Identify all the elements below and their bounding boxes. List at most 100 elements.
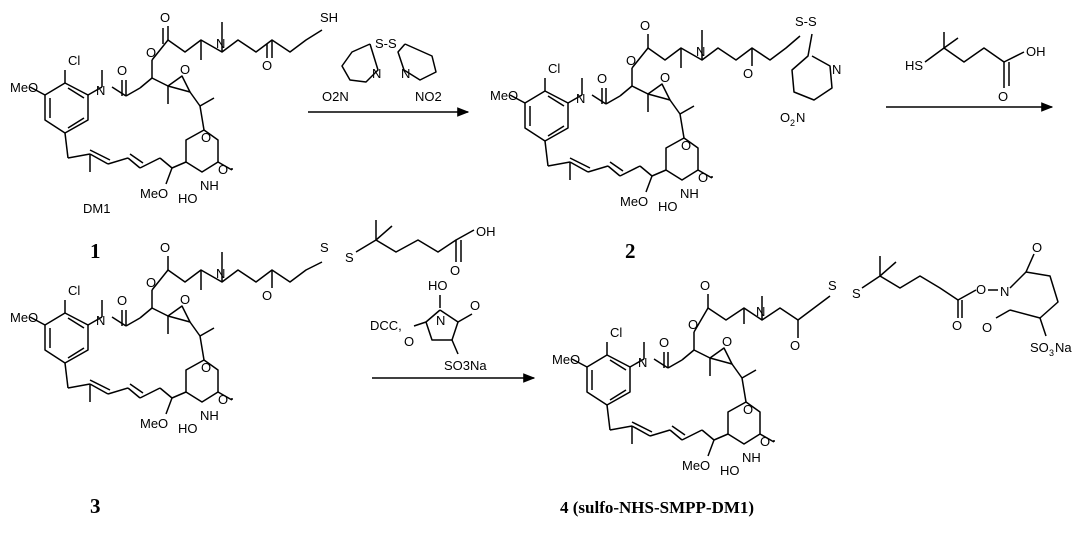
atom-label: O: [146, 45, 156, 60]
atom-label: N: [96, 83, 105, 98]
atom-label: O: [780, 110, 790, 125]
atom-label: NH: [200, 178, 219, 193]
step-1-reagent: S-S N N O2N NO2: [322, 36, 442, 104]
atom-label: HO: [178, 421, 198, 436]
atom-label: O: [743, 66, 753, 81]
atom-label: N: [372, 66, 381, 81]
atom-label: O: [218, 162, 228, 177]
atom-label: O: [262, 58, 272, 73]
atom-label: MeO: [552, 352, 580, 367]
reagent-ho: HO: [428, 278, 448, 293]
atom-label: S: [852, 286, 861, 301]
atom-label: O: [660, 70, 670, 85]
atom-subscript: 2: [790, 118, 795, 128]
compound-2-number: 2: [625, 239, 636, 263]
atom-label: N: [436, 313, 445, 328]
atom-label: SH: [320, 10, 338, 25]
atom-label: MeO: [682, 458, 710, 473]
step-3-reagent: DCC, HO O O N SO3Na: [370, 278, 487, 373]
compound-2-structure: Cl MeO N O O O O O HO NH MeO O N O S-S N…: [490, 14, 841, 214]
atom-label: O: [743, 402, 753, 417]
atom-label: HO: [658, 199, 678, 214]
atom-label: O: [1032, 240, 1042, 255]
atom-label: O: [688, 317, 698, 332]
atom-label: N: [96, 313, 105, 328]
atom-label: N: [832, 62, 841, 77]
reagent-oh: OH: [1026, 44, 1046, 59]
atom-label: MeO: [140, 416, 168, 431]
atom-label: O: [998, 89, 1008, 104]
atom-label: N: [576, 91, 585, 106]
reagent-s-s: S-S: [375, 36, 397, 51]
atom-label: O: [597, 71, 607, 86]
reagent-o2n: O2N: [322, 89, 349, 104]
atom-label: O: [681, 138, 691, 153]
reagent-so3na: SO3Na: [444, 358, 487, 373]
compound-4-structure: Cl MeO N O O O O O HO NH MeO O N O S S O…: [552, 240, 1072, 478]
atom-label: O: [146, 275, 156, 290]
atom-label: N: [401, 66, 410, 81]
reagent-no2: NO2: [415, 89, 442, 104]
atom-label: O: [976, 282, 986, 297]
atom-label: S: [345, 250, 354, 265]
atom-label: NH: [742, 450, 761, 465]
atom-subscript: 3: [1049, 348, 1054, 358]
atom-label: HO: [720, 463, 740, 478]
atom-label: SO: [1030, 340, 1049, 355]
atom-label: S: [828, 278, 837, 293]
atom-label: Na: [1055, 340, 1072, 355]
atom-label: N: [216, 266, 225, 281]
atom-label: N: [696, 44, 705, 59]
atom-label: O: [262, 288, 272, 303]
atom-label: O: [201, 360, 211, 375]
reagent-dcc: DCC,: [370, 318, 402, 333]
atom-label: O: [201, 130, 211, 145]
atom-label: O: [160, 240, 170, 255]
atom-label: MeO: [140, 186, 168, 201]
atom-label: O: [790, 338, 800, 353]
atom-label: O: [180, 62, 190, 77]
atom-label: S: [320, 240, 329, 255]
atom-label: O: [626, 53, 636, 68]
atom-label: O: [117, 293, 127, 308]
atom-label: MeO: [10, 310, 38, 325]
compound-3-structure: Cl MeO N O O O O O HO NH MeO O N O S S O…: [10, 220, 496, 436]
atom-label: Cl: [548, 61, 560, 76]
compound-1-structure: Cl MeO N O O O O O HO NH MeO O N O SH: [10, 10, 338, 206]
atom-label: N: [756, 304, 765, 319]
atom-label: NH: [680, 186, 699, 201]
atom-label: N: [216, 36, 225, 51]
atom-label: O: [160, 10, 170, 25]
atom-label: O: [117, 63, 127, 78]
atom-label: HO: [178, 191, 198, 206]
atom-label: O: [640, 18, 650, 33]
atom-label: MeO: [490, 88, 518, 103]
reagent-hs: HS: [905, 58, 923, 73]
atom-label: Cl: [68, 53, 80, 68]
atom-label: O: [450, 263, 460, 278]
atom-label: O: [698, 170, 708, 185]
atom-label: N: [796, 110, 805, 125]
compound-3-number: 3: [90, 494, 101, 518]
compound-1-number: 1: [90, 239, 101, 263]
atom-label: MeO: [620, 194, 648, 209]
atom-label: O: [218, 392, 228, 407]
step-2-reagent: HS OH O: [905, 32, 1046, 104]
atom-label: O: [659, 335, 669, 350]
atom-label: N: [1000, 284, 1009, 299]
compound-4-name: 4 (sulfo-NHS-SMPP-DM1): [560, 498, 754, 517]
atom-label: O: [760, 434, 770, 449]
atom-label: MeO: [10, 80, 38, 95]
atom-label: O: [180, 292, 190, 307]
compound-1-name: DM1: [83, 201, 110, 216]
atom-label: N: [638, 355, 647, 370]
atom-label: O: [722, 334, 732, 349]
atom-label: O: [404, 334, 414, 349]
atom-label: O: [982, 320, 992, 335]
atom-label: Cl: [610, 325, 622, 340]
atom-label: S-S: [795, 14, 817, 29]
atom-label: O: [700, 278, 710, 293]
atom-label: OH: [476, 224, 496, 239]
atom-label: O: [952, 318, 962, 333]
